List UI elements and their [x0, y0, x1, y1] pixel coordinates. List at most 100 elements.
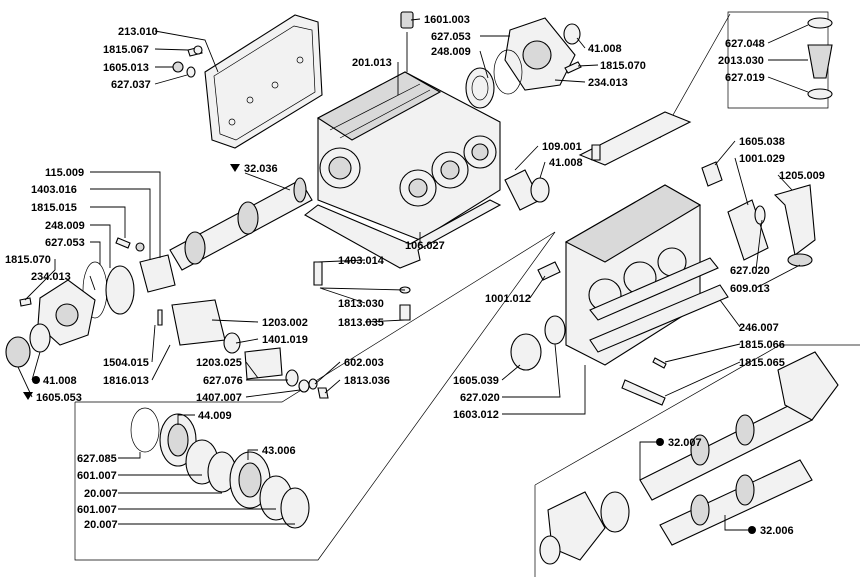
label-234013-left: 234.013 — [31, 271, 71, 283]
ring-20007-b — [280, 487, 310, 529]
triangle-32036 — [230, 164, 240, 172]
crankshaft-32036 — [169, 177, 313, 271]
crankshaft-inset-frame — [534, 344, 860, 577]
oring-627037 — [186, 66, 196, 78]
inset-bearing — [600, 491, 630, 533]
label-627085: 627.085 — [77, 453, 117, 465]
label-1601003: 1601.003 — [424, 14, 470, 26]
bolt-1815065 — [621, 379, 666, 406]
label-1407007: 1407.007 — [196, 392, 242, 404]
elbow-1205009 — [773, 184, 816, 256]
label-32006: 32.006 — [760, 525, 794, 537]
label-1504015: 1504.015 — [103, 357, 149, 369]
seal-41008-mid — [530, 177, 550, 203]
seal-41008-left — [29, 323, 51, 353]
triangle-1605053 — [23, 392, 33, 400]
bullet-32007 — [656, 438, 664, 446]
label-627037: 627.037 — [111, 79, 151, 91]
bolt-1815067 — [187, 45, 203, 57]
label-627053-left: 627.053 — [45, 237, 85, 249]
label-1401019: 1401.019 — [262, 334, 308, 346]
label-602003: 602.003 — [344, 357, 384, 369]
valve-plate-top — [578, 111, 692, 166]
piston-guide-1203002 — [171, 299, 226, 346]
label-2013030: 2013.030 — [718, 55, 764, 67]
bolt-1815015 — [115, 237, 131, 249]
label-44009: 44.009 — [198, 410, 232, 422]
rear-cover-213010 — [204, 14, 323, 149]
label-41008-top: 41.008 — [588, 43, 622, 55]
crankcase-201013 — [316, 71, 501, 241]
label-1001012: 1001.012 — [485, 293, 531, 305]
label-248009-top: 248.009 — [431, 46, 471, 58]
label-627020-bottom: 627.020 — [460, 392, 500, 404]
label-201013: 201.013 — [352, 57, 392, 69]
ring-602003 — [308, 378, 318, 390]
label-1815065: 1815.065 — [739, 357, 785, 369]
label-1813036: 1813.036 — [344, 375, 390, 387]
label-1815015: 1815.015 — [31, 202, 77, 214]
label-109001: 109.001 — [542, 141, 582, 153]
conrod-cap — [139, 254, 176, 293]
label-1605013: 1605.013 — [103, 62, 149, 74]
label-1605053: 1605.053 — [36, 392, 82, 404]
label-248009-left: 248.009 — [45, 220, 85, 232]
seal-holder-bore — [238, 462, 262, 498]
plug-1605038 — [701, 161, 723, 187]
label-115009: 115.009 — [45, 167, 84, 179]
pin-1504015 — [157, 309, 163, 326]
label-1813030: 1813.030 — [338, 298, 384, 310]
seal-kit-frame — [74, 231, 556, 561]
label-43006: 43.006 — [262, 445, 296, 457]
label-1603012: 1603.012 — [453, 409, 499, 421]
label-601007-a: 601.007 — [77, 470, 117, 482]
label-609013: 609.013 — [730, 283, 770, 295]
label-41008-left: 41.008 — [43, 375, 77, 387]
label-627020-right: 627.020 — [730, 265, 770, 277]
label-32007: 32.007 — [668, 437, 702, 449]
ring-1401019 — [223, 332, 241, 354]
oil-pan-106027 — [304, 199, 502, 269]
fitting-1001012 — [537, 261, 561, 281]
bolt-1403014 — [313, 261, 323, 286]
label-1815066: 1815.066 — [739, 339, 785, 351]
label-1605038: 1605.038 — [739, 136, 785, 148]
label-1813035: 1813.035 — [338, 317, 384, 329]
label-32036: 32.036 — [244, 163, 278, 175]
label-1403014: 1403.014 — [338, 255, 385, 267]
label-627053-top: 627.053 — [431, 31, 471, 43]
seal-41008-top — [563, 23, 581, 45]
valve-plate-mid — [589, 257, 719, 321]
crank-journal-c — [735, 474, 755, 506]
oring-627019 — [807, 88, 833, 100]
seal-retainer-bore — [167, 423, 189, 457]
label-1001029: 1001.029 — [739, 153, 785, 165]
label-1815070-top: 1815.070 — [600, 60, 646, 72]
label-1205009: 1205.009 — [779, 170, 825, 182]
label-41008-mid: 41.008 — [549, 157, 583, 169]
label-1403016: 1403.016 — [31, 184, 77, 196]
inset-cover-right — [777, 351, 839, 421]
label-627019: 627.019 — [725, 72, 765, 84]
label-1816013: 1816.013 — [103, 375, 149, 387]
label-246007: 246.007 — [739, 322, 779, 334]
oring-627020-bottom — [544, 315, 566, 345]
ring-115009 — [135, 242, 145, 252]
bearing-cover-234013-left — [37, 279, 96, 346]
seal-kit-frame-top — [75, 231, 556, 403]
label-627048: 627.048 — [725, 38, 765, 50]
label-1203025: 1203.025 — [196, 357, 242, 369]
label-1815067: 1815.067 — [103, 44, 149, 56]
oring-627085 — [130, 407, 160, 453]
bearing-248009-top — [465, 67, 495, 109]
crank-journal-d — [690, 494, 710, 526]
label-1605039: 1605.039 — [453, 375, 499, 387]
label-601007-b: 601.007 — [77, 504, 117, 516]
nut-609013 — [787, 253, 813, 267]
bolt-1815070-top — [564, 61, 582, 74]
bullet-32006 — [748, 526, 756, 534]
inset-box-valve — [727, 11, 829, 109]
bearing-248009-left — [105, 265, 135, 315]
